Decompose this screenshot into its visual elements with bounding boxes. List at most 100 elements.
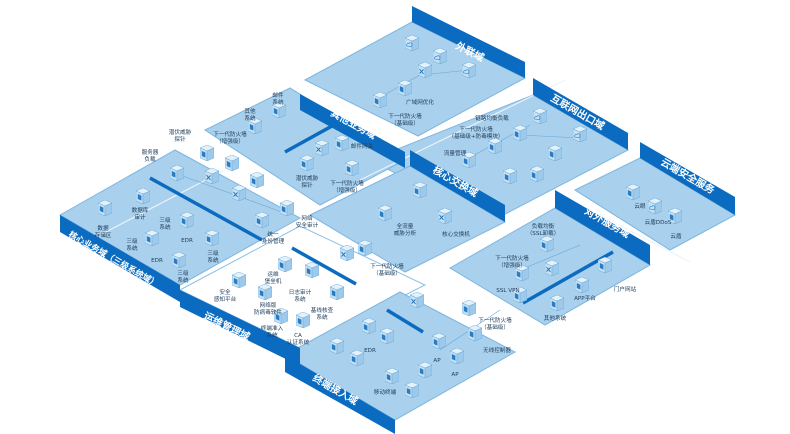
server-icon [180, 212, 194, 228]
device-label-line: 安全审计 [296, 221, 319, 229]
core-business-device-label: 三级系统 [177, 269, 189, 284]
antivirus-icon [258, 284, 272, 300]
cloud-device-label: 云眼 [634, 203, 646, 210]
terminal-device-label: 无线控制器 [483, 346, 511, 354]
device-label-line: 潜伏威胁 [296, 174, 319, 182]
device-label-line: EDR [151, 258, 163, 264]
external-service-device-label: 其他系统 [544, 314, 567, 322]
device-label-line: 感知平台 [214, 295, 237, 303]
firewall-icon [358, 240, 372, 256]
device-label-line: 防病毒软件 [254, 308, 282, 316]
device-label-line: 运维 [267, 270, 279, 278]
device-label-line: 系统 [316, 313, 328, 321]
firewall-icon [462, 300, 476, 316]
cloud-icon [533, 108, 547, 124]
bastion-icon [278, 256, 292, 272]
device-label-line: 下一代防火墙 [370, 262, 404, 270]
device-label-line: （基础级） [481, 323, 509, 331]
device-label-line: EDR [364, 348, 376, 354]
device-label-line: 移动终端 [374, 388, 397, 396]
terminal-icon [330, 338, 344, 354]
mail-gateway-icon [335, 135, 349, 151]
device-label-line: 堡垒机 [265, 277, 282, 285]
switch-icon [413, 182, 427, 198]
cloud-eye-icon [626, 184, 640, 200]
core-switch-icon [438, 208, 452, 224]
external-service-device-label: APP平台 [574, 294, 596, 302]
device-label-line: （基础级+防毒模块） [448, 132, 503, 140]
switch-icon [545, 260, 559, 276]
device-label-line: 链路均衡负载 [475, 114, 509, 122]
other-business-device-label: 其他系统 [244, 107, 256, 122]
terminal-device-label: EDR [364, 348, 376, 354]
probe-icon [300, 155, 314, 171]
device-label-line: 全流量 [397, 222, 414, 230]
portal-server-icon [598, 257, 612, 273]
connection-lines [99, 69, 691, 351]
device-label-line: 无线控制器 [483, 346, 511, 354]
switch-icon [232, 185, 246, 201]
device-label-line: 三级 [177, 269, 189, 277]
device-label-line: 系统 [272, 98, 284, 106]
device-label-line: 基线核查 [311, 306, 334, 314]
situation-awareness-icon [232, 272, 246, 288]
zone-external-service-banner [555, 190, 650, 265]
device-label-line: （增强级） [498, 261, 526, 269]
device-label-line: （增强级） [333, 186, 361, 194]
firewall-icon [345, 160, 359, 176]
device-label-line: 日志审计 [289, 288, 312, 296]
load-balancer-icon [540, 236, 554, 252]
device-label-line: 云盾DDoS [645, 219, 672, 226]
other-business-device-label: 下一代防火墙（增强级） [330, 179, 364, 194]
zone-outer-banner [412, 6, 525, 78]
device-label-line: 系统 [294, 295, 306, 303]
device-label-line: 其他系统 [544, 314, 567, 322]
device-label-line: 服务器 [142, 148, 159, 156]
device-label-line: 系统 [266, 331, 278, 339]
mobile-icon [405, 382, 419, 398]
device-label-line: 广域网优化 [406, 98, 434, 106]
zone-core-switch-banner [410, 150, 505, 222]
switch-icon [410, 292, 424, 308]
device-label-line: SSL VPN [496, 288, 519, 294]
device-label-line: 下一代防火墙 [330, 179, 364, 187]
db-audit-icon [136, 188, 150, 204]
device-label-line: 终端准入 [261, 324, 284, 332]
device-label-line: 身份管理 [262, 237, 285, 245]
device-label-line: 流量管理 [444, 149, 467, 157]
cloud-ddos-icon [648, 198, 662, 214]
ap-icon [450, 348, 464, 364]
firewall-icon [250, 172, 264, 188]
server-icon [205, 230, 219, 246]
other-business-device-label: 邮件网关 [351, 142, 374, 150]
firewall-icon [225, 155, 239, 171]
probe-icon [200, 145, 214, 161]
firewall-icon [530, 166, 544, 182]
ops-device-label: 下一代防火墙（基础级） [370, 262, 404, 277]
external-service-device-label: 负载均衡（SSL卸载） [527, 222, 560, 237]
device-label-line: AP [433, 358, 441, 364]
device-label-line: CA [294, 333, 302, 339]
terminal-icon [380, 328, 394, 344]
wireless-controller-icon [468, 325, 482, 341]
zone-internet-banner [533, 78, 628, 150]
identity-icon [255, 212, 269, 228]
device-label-line: 系统 [126, 244, 138, 252]
core-business-device-label: 下一代防火墙（增强级） [213, 130, 247, 145]
firewall-icon [373, 92, 387, 108]
load-balancer-icon [170, 165, 184, 181]
device-label-line: 探针 [301, 181, 313, 189]
outer-device-label: 广域网优化 [406, 98, 434, 106]
baseline-icon [330, 284, 344, 300]
device-label-line: 三级 [159, 216, 171, 224]
internet-device-label: 流量管理 [444, 149, 467, 157]
device-label-line: 探针 [174, 135, 186, 143]
device-label-line: 统一 [267, 230, 279, 238]
terminal-device-label: AP [451, 372, 459, 378]
